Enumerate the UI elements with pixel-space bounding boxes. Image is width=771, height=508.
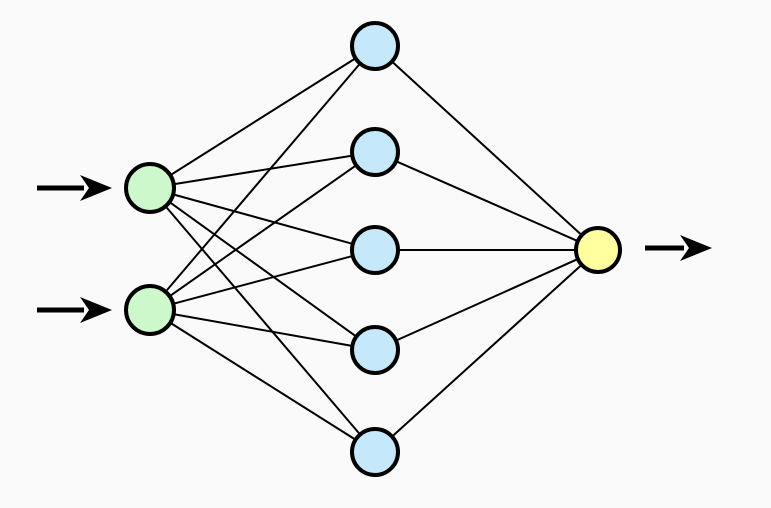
input-arrow-2-head-icon: [80, 297, 112, 323]
edge-i2-h5: [168, 321, 357, 442]
edge-h4-o1: [394, 257, 580, 342]
edge-h1-o1: [390, 60, 584, 237]
node-hidden-1[interactable]: [350, 21, 400, 71]
nodes-group: [124, 21, 622, 477]
edge-i2-h3: [171, 254, 355, 306]
edge-i2-h4: [172, 313, 354, 348]
node-hidden-4[interactable]: [350, 325, 400, 375]
input-arrow-2: [37, 297, 112, 323]
node-input-2[interactable]: [124, 284, 176, 336]
edge-h2-o1: [394, 159, 580, 243]
node-hidden-5[interactable]: [350, 427, 400, 477]
edge-i1-h4: [168, 200, 358, 338]
io-arrows-group: [37, 175, 712, 323]
edge-h5-o1: [390, 263, 584, 438]
node-output-1[interactable]: [574, 226, 622, 274]
edge-i1-h2: [172, 154, 354, 186]
edge-i2-h1: [164, 62, 362, 294]
node-hidden-3[interactable]: [350, 225, 400, 275]
edge-i1-h3: [171, 193, 355, 246]
edge-i2-h2: [168, 163, 358, 298]
edge-i1-h1: [168, 56, 357, 177]
input-arrow-1-head-icon: [80, 175, 112, 201]
edge-i1-h5: [164, 204, 362, 436]
node-hidden-2[interactable]: [350, 127, 400, 177]
output-arrow-1: [645, 235, 712, 261]
node-input-1[interactable]: [124, 162, 176, 214]
edges-group: [164, 56, 584, 442]
input-arrow-1: [37, 175, 112, 201]
output-arrow-1-head-icon: [680, 235, 712, 261]
